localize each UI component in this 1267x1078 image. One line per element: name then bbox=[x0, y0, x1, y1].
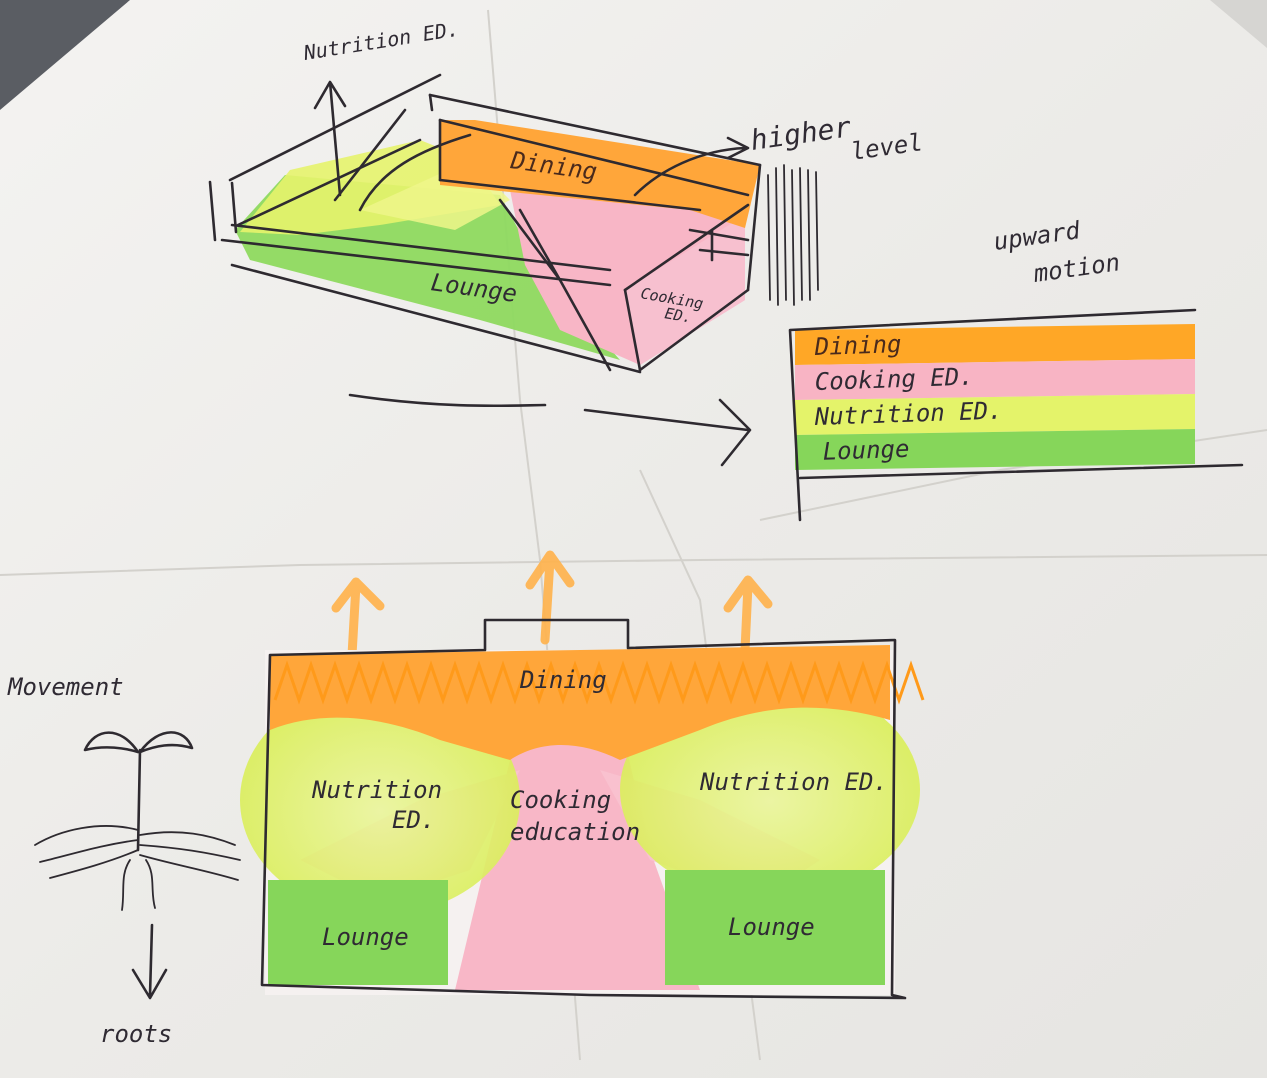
movement-label: Movement bbox=[7, 673, 124, 701]
upward-arrows bbox=[331, 550, 773, 660]
nutrition-dome-right bbox=[620, 680, 920, 900]
hatching bbox=[767, 164, 819, 306]
stack-row-label: Nutrition ED. bbox=[813, 396, 1003, 431]
plan-outline bbox=[260, 618, 907, 1000]
lounge-left-fill bbox=[268, 880, 448, 985]
plant-roots bbox=[34, 825, 241, 911]
stack-row-label: Dining bbox=[813, 330, 902, 361]
stack-row-band bbox=[795, 324, 1195, 365]
plan-nutrition-left-line1: Nutrition bbox=[311, 776, 442, 804]
roots-arrow bbox=[131, 923, 168, 1000]
paper-corner-shadow bbox=[0, 0, 130, 110]
plan-dining-label: Dining bbox=[519, 666, 607, 694]
dining-band-fill bbox=[270, 645, 890, 760]
plant-leaf-right bbox=[138, 731, 194, 754]
lounge-right-fill bbox=[665, 870, 885, 985]
stack-row-band bbox=[795, 359, 1195, 400]
plant-leaf-left bbox=[83, 731, 140, 754]
dining-fill bbox=[440, 120, 760, 228]
plan-lounge-left-label: Lounge bbox=[322, 923, 409, 951]
stack-row-band bbox=[795, 394, 1195, 435]
paper-edge-shadow bbox=[1210, 0, 1267, 48]
plant-stem bbox=[136, 748, 142, 852]
higher-level-arrow bbox=[633, 136, 750, 197]
nutrition-up-arrow bbox=[313, 80, 347, 197]
to-stack-arrow bbox=[348, 393, 752, 467]
dining-zigzag bbox=[273, 660, 925, 705]
plan-nutrition-right-label: Nutrition ED. bbox=[699, 768, 888, 796]
plan-nutrition-left-line2: ED. bbox=[392, 806, 435, 834]
stack-row-band bbox=[795, 429, 1195, 470]
stack-outline bbox=[788, 308, 1244, 522]
cooking-ed-label-line2: ED. bbox=[663, 304, 693, 326]
roots-label: roots bbox=[100, 1020, 172, 1048]
stack-row-label: Cooking ED. bbox=[814, 362, 974, 396]
floor-plan: Dining Nutrition ED. Cooking education N… bbox=[240, 550, 925, 1000]
plant-sketch: Movement roots bbox=[7, 673, 241, 1048]
plan-cooking-line2: education bbox=[510, 818, 640, 846]
plan-lounge-right-label: Lounge bbox=[728, 913, 815, 941]
stack-row-label: Lounge bbox=[822, 435, 910, 466]
plan-cooking-line1: Cooking bbox=[510, 786, 611, 814]
